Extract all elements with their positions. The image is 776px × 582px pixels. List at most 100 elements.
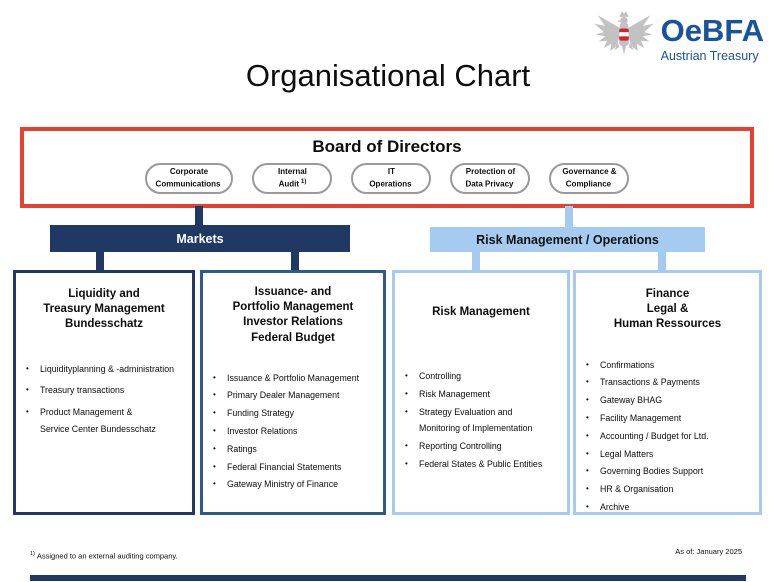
bullet-item: •Funding Strategy [213,405,380,422]
page-title: Organisational Chart [245,58,531,93]
board-unit-governance-compliance: Governance & Compliance [549,163,630,194]
bullet-text: Accounting / Budget for Ltd. [600,430,709,441]
dept-title: Risk Management [432,306,530,318]
board-unit-label: Corporate Communications [155,166,221,189]
bullet-item: •Risk Management [405,386,564,403]
bullet-item: • Archive [586,499,756,516]
dept-risk-management-box: Risk Management • Controlling •Risk Manage… [392,270,570,515]
footnote-text: Assigned to an external auditing company… [36,551,178,561]
footnote: 1)Assigned to an external auditing compa… [30,551,178,561]
bullet-item: • Federal States & Public Entities [405,456,564,473]
bullet-icon: • [586,395,589,405]
board-unit-label: Internal Audit [278,166,307,189]
austrian-eagle-icon [594,11,654,55]
as-of-date: As of: January 2025 [675,547,742,556]
bullet-item: •Accounting / Budget for Ltd. [586,428,756,445]
bullet-item: •Legal Matters [586,446,756,463]
bullet-text: Ratings [227,443,257,454]
board-unit-label: IT Operations [369,166,412,189]
bullet-item: • Transactions & Payments [586,374,756,391]
bullet-text: Controlling [419,371,462,382]
bullet-text: Primary Dealer Management [227,390,340,401]
bullet-icon: • [213,461,216,471]
bullet-item: • Liquidityplanning & -administration [26,361,189,378]
bullet-text: Confirmations [600,359,655,370]
connector-board-risk [565,206,573,228]
bullet-item: • Product Management & Service Center Bun… [26,404,189,437]
bullet-text: HR & Organisation [600,484,674,495]
bullet-icon: • [586,466,589,476]
dept-title: Issuance- and Portfolio Management Inves… [232,286,354,344]
board-title: Board of Directors [312,137,462,156]
bullet-icon: • [26,385,29,395]
bullet-text: Facility Management [600,412,682,423]
footnote-marker: 1) [30,551,35,557]
footnote-ref: 1) [301,178,307,185]
bullet-item: •Reporting Controlling [405,438,564,455]
bullet-item: • Controlling [405,368,564,385]
bullet-text: Transactions & Payments [600,377,700,388]
board-unit-data-privacy: Protection of Data Privacy [450,163,531,194]
bullet-text: Strategy Evaluation and Monitoring of Im… [419,406,533,434]
bullet-item: • Primary Dealer Management [213,387,380,404]
bullet-item: • HR & Organisation [586,481,756,498]
bullet-text: Archive [600,501,630,512]
bullet-icon: • [586,484,589,494]
bullet-item: • Investor Relations [213,423,380,440]
bullet-text: Gateway BHAG [600,395,663,406]
bullet-text: Treasury transactions [40,385,125,396]
bullet-icon: • [213,443,216,453]
bullet-icon: • [586,359,589,369]
bullet-icon: • [405,458,408,468]
connector-markets-dept2 [291,251,299,271]
bullet-icon: • [405,441,408,451]
footer-accent-bar [30,575,746,581]
bullet-text: Product Management & Service Center Bund… [40,407,156,434]
board-unit-label: Governance & Compliance [562,166,617,189]
bullet-text: Issuance & Portfolio Management [227,372,360,383]
bullet-item: • Governing Bodies Support [586,463,756,480]
board-of-directors-box: Board of Directors Corporate Communicati… [20,127,754,208]
bullet-icon: • [213,426,216,436]
dept-finance-legal-hr-box: Finance Legal & Human Ressources •Confir… [573,270,762,515]
bullet-text: Liquidityplanning & -administration [40,363,174,374]
bullet-icon: • [26,407,29,417]
branch-markets: Markets [50,225,350,252]
bullet-icon: • [586,377,589,387]
dept-issuance-portfolio-box: Issuance- and Portfolio Management Inves… [200,270,386,515]
bullet-icon: • [405,406,408,416]
dept-bullet-list: • Issuance & Portfolio Management • Primary… [203,370,383,494]
board-unit-label: Protection of Data Privacy [465,166,516,189]
bullet-icon: • [213,479,216,489]
connector-risk-dept3 [472,251,480,271]
bullet-item: • Confirmations [586,357,756,374]
bullet-text: Investor Relations [227,426,298,437]
dept-liquidity-treasury-box: Liquidity and Treasury Management Bundes… [13,270,195,515]
bullet-icon: • [405,371,408,381]
bullet-icon: • [213,372,216,382]
bullet-item: • Gateway Ministry of Finance [213,476,380,493]
bullet-item: • Strategy Evaluation and Monitoring of I… [405,404,564,437]
bullet-icon: • [26,363,29,373]
bullet-item: • Ratings [213,441,380,458]
bullet-icon: • [586,448,589,458]
bullet-icon: • [586,412,589,422]
bullet-text: Gateway Ministry of Finance [227,479,338,490]
branch-risk-management-operations: Risk Management / Operations [430,227,705,252]
dept-bullet-list: • Confirmations • Transactions & Payments • G… [576,357,759,516]
bullet-icon: • [586,501,589,511]
bullet-item: • Issuance & Portfolio Management [213,370,380,387]
bullet-text: Governing Bodies Support [600,466,704,477]
brand-tagline: Austrian Treasury [660,48,759,63]
dept-title: Liquidity and Treasury Management Bundes… [43,288,165,331]
brand-text: OeBFA Austrian Treasury [661,15,764,63]
bullet-icon: • [405,388,408,398]
board-unit-it-operations: IT Operations [351,163,432,194]
bullet-text: Funding Strategy [227,408,294,419]
bullet-text: Federal States & Public Entities [419,458,543,469]
board-unit-corporate-communications: Corporate Communications [144,163,234,194]
bullet-icon: • [213,390,216,400]
bullet-item: • Gateway BHAG [586,392,756,409]
